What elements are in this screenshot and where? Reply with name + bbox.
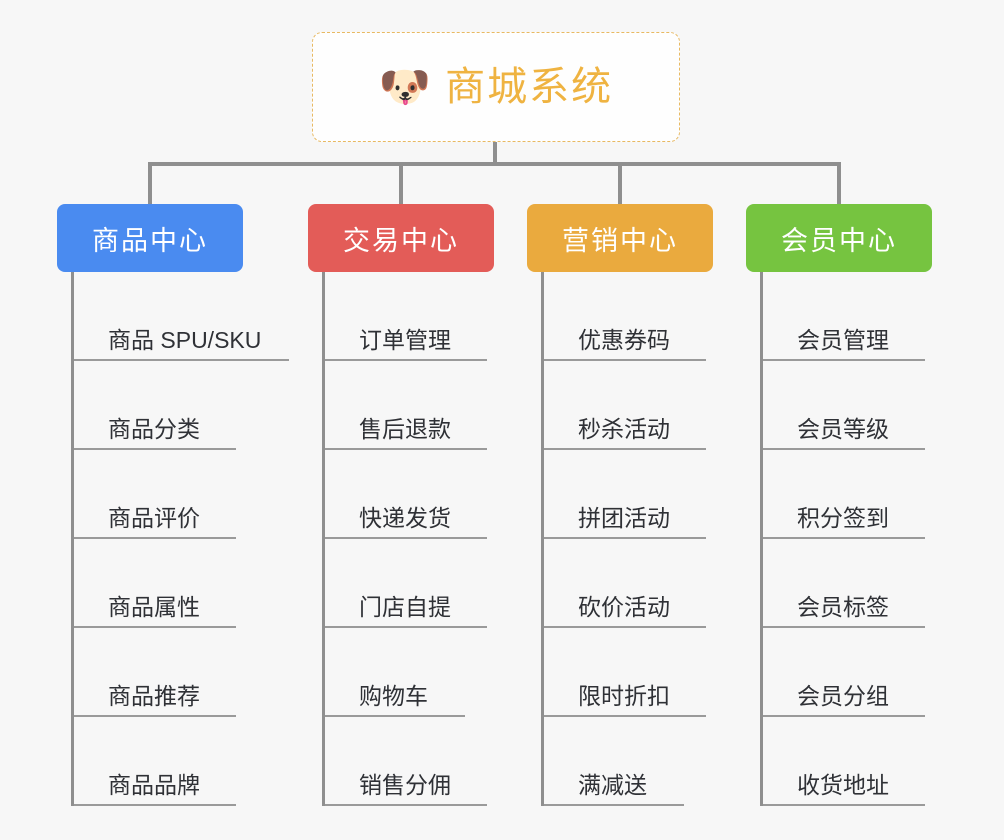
leaf-item-label: 快递发货 bbox=[359, 504, 451, 531]
leaf-item-underline bbox=[74, 537, 236, 539]
leaf-item[interactable]: 快递发货 bbox=[325, 450, 494, 539]
leaf-item[interactable]: 会员分组 bbox=[763, 628, 932, 717]
leaf-item-label: 商品 SPU/SKU bbox=[108, 326, 262, 353]
leaf-item-underline bbox=[325, 537, 487, 539]
leaf-item[interactable]: 满减送 bbox=[544, 717, 713, 806]
connector-drop-marketing-center bbox=[618, 162, 622, 204]
leaf-item[interactable]: 优惠券码 bbox=[544, 272, 713, 361]
leaf-item[interactable]: 商品属性 bbox=[74, 539, 243, 628]
leaf-item-label: 门店自提 bbox=[359, 593, 451, 620]
column-marketing-center: 营销中心优惠券码秒杀活动拼团活动砍价活动限时折扣满减送 bbox=[527, 204, 713, 806]
leaf-item-label: 售后退款 bbox=[359, 415, 451, 442]
category-label-trade-center: 交易中心 bbox=[343, 225, 459, 256]
leaf-item-label: 会员标签 bbox=[797, 593, 889, 620]
leaf-item-underline bbox=[74, 715, 236, 717]
category-box-trade-center[interactable]: 交易中心 bbox=[308, 204, 494, 272]
leaf-item-underline bbox=[544, 626, 706, 628]
column-product-center: 商品中心商品 SPU/SKU 商品分类商品评价商品属性商品推荐商品品牌 bbox=[57, 204, 289, 806]
leaf-item-underline bbox=[325, 715, 465, 717]
leaf-item-label: 秒杀活动 bbox=[578, 415, 670, 442]
leaf-item-label: 商品品牌 bbox=[108, 771, 200, 798]
leaf-item[interactable]: 限时折扣 bbox=[544, 628, 713, 717]
leaf-item[interactable]: 会员等级 bbox=[763, 361, 932, 450]
column-trade-center: 交易中心订单管理售后退款快递发货门店自提购物车销售分佣 bbox=[308, 204, 494, 806]
leaf-item-underline bbox=[763, 537, 925, 539]
leaf-item-label: 收货地址 bbox=[797, 771, 889, 798]
leaf-item-label: 会员管理 bbox=[797, 326, 889, 353]
connector-drop-product-center bbox=[148, 162, 152, 204]
leaf-item-label: 商品属性 bbox=[108, 593, 200, 620]
leaf-list-marketing-center: 优惠券码秒杀活动拼团活动砍价活动限时折扣满减送 bbox=[541, 272, 713, 806]
leaf-item-label: 会员等级 bbox=[797, 415, 889, 442]
leaf-item-label: 限时折扣 bbox=[578, 682, 670, 709]
category-label-member-center: 会员中心 bbox=[781, 225, 897, 256]
connector-drop-member-center bbox=[837, 162, 841, 204]
leaf-item-label: 购物车 bbox=[359, 682, 428, 709]
leaf-item-underline bbox=[74, 804, 236, 806]
leaf-item[interactable]: 订单管理 bbox=[325, 272, 494, 361]
root-node-label: 商城系统 bbox=[445, 65, 614, 109]
leaf-item[interactable]: 砍价活动 bbox=[544, 539, 713, 628]
leaf-item-label: 销售分佣 bbox=[359, 771, 451, 798]
leaf-item-label: 积分签到 bbox=[797, 504, 889, 531]
leaf-item-underline bbox=[544, 804, 684, 806]
leaf-item-label: 优惠券码 bbox=[578, 326, 670, 353]
leaf-item-underline bbox=[763, 448, 925, 450]
connector-drop-trade-center bbox=[399, 162, 403, 204]
leaf-list-trade-center: 订单管理售后退款快递发货门店自提购物车销售分佣 bbox=[322, 272, 494, 806]
leaf-item[interactable]: 售后退款 bbox=[325, 361, 494, 450]
leaf-item-underline bbox=[325, 626, 487, 628]
leaf-item[interactable]: 收货地址 bbox=[763, 717, 932, 806]
leaf-item-label: 商品分类 bbox=[108, 415, 200, 442]
leaf-item-underline bbox=[325, 804, 487, 806]
leaf-item[interactable]: 拼团活动 bbox=[544, 450, 713, 539]
connector-horizontal-bus bbox=[148, 162, 840, 166]
leaf-item-label: 砍价活动 bbox=[578, 593, 670, 620]
leaf-list-product-center: 商品 SPU/SKU 商品分类商品评价商品属性商品推荐商品品牌 bbox=[71, 272, 289, 806]
leaf-item[interactable]: 秒杀活动 bbox=[544, 361, 713, 450]
leaf-item[interactable]: 商品评价 bbox=[74, 450, 243, 539]
leaf-item[interactable]: 会员管理 bbox=[763, 272, 932, 361]
leaf-item-underline bbox=[325, 448, 487, 450]
leaf-list-member-center: 会员管理会员等级积分签到会员标签会员分组收货地址 bbox=[760, 272, 932, 806]
leaf-item-underline bbox=[544, 448, 706, 450]
leaf-item-underline bbox=[74, 626, 236, 628]
leaf-item[interactable]: 门店自提 bbox=[325, 539, 494, 628]
leaf-item-underline bbox=[763, 804, 925, 806]
leaf-item-label: 订单管理 bbox=[359, 326, 451, 353]
leaf-item[interactable]: 商品推荐 bbox=[74, 628, 243, 717]
category-box-member-center[interactable]: 会员中心 bbox=[746, 204, 932, 272]
leaf-item-underline bbox=[763, 626, 925, 628]
leaf-item[interactable]: 商品分类 bbox=[74, 361, 243, 450]
leaf-item[interactable]: 商品 SPU/SKU bbox=[74, 272, 261, 361]
leaf-item[interactable]: 会员标签 bbox=[763, 539, 932, 628]
column-member-center: 会员中心会员管理会员等级积分签到会员标签会员分组收货地址 bbox=[746, 204, 932, 806]
leaf-item-underline bbox=[763, 715, 925, 717]
category-box-marketing-center[interactable]: 营销中心 bbox=[527, 204, 713, 272]
category-label-marketing-center: 营销中心 bbox=[562, 225, 678, 256]
leaf-item-label: 商品推荐 bbox=[108, 682, 200, 709]
connector-root-stem bbox=[493, 142, 497, 165]
leaf-item-label: 满减送 bbox=[578, 771, 647, 798]
leaf-item-underline bbox=[74, 359, 289, 361]
leaf-item-underline bbox=[763, 359, 925, 361]
leaf-item-underline bbox=[544, 537, 706, 539]
category-box-product-center[interactable]: 商品中心 bbox=[57, 204, 243, 272]
root-node-mall-system[interactable]: 🐶 商城系统 bbox=[312, 32, 680, 142]
leaf-item-underline bbox=[74, 448, 236, 450]
leaf-item[interactable]: 销售分佣 bbox=[325, 717, 494, 806]
category-label-product-center: 商品中心 bbox=[92, 225, 208, 256]
leaf-item-label: 商品评价 bbox=[108, 504, 200, 531]
leaf-item-label: 会员分组 bbox=[797, 682, 889, 709]
leaf-item-underline bbox=[325, 359, 487, 361]
leaf-item[interactable]: 积分签到 bbox=[763, 450, 932, 539]
leaf-item[interactable]: 商品品牌 bbox=[74, 717, 243, 806]
shiba-dog-face-icon: 🐶 bbox=[378, 63, 432, 110]
leaf-item-label: 拼团活动 bbox=[578, 504, 670, 531]
leaf-item-underline bbox=[544, 359, 706, 361]
leaf-item-underline bbox=[544, 715, 706, 717]
leaf-item[interactable]: 购物车 bbox=[325, 628, 494, 717]
